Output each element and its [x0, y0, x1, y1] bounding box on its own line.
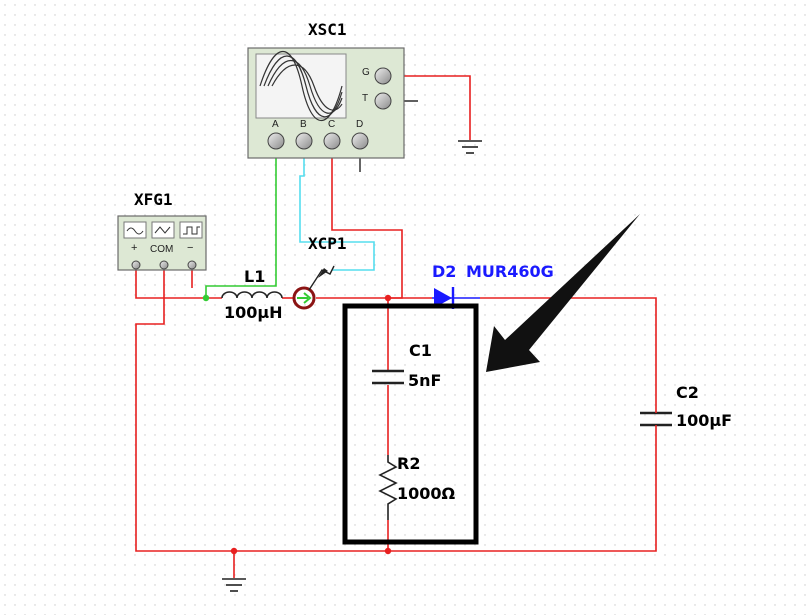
- scope-terminal-t[interactable]: [374, 92, 392, 110]
- current-probe-label: XCP1: [308, 234, 347, 253]
- junction-dots: [230, 294, 392, 555]
- scope-label-b: B: [300, 119, 307, 130]
- c2-name: C2: [676, 383, 699, 402]
- d2-part: MUR460G: [466, 262, 554, 281]
- annotation-arrow: [486, 214, 640, 372]
- scope-label-g: G: [362, 67, 370, 78]
- xfg-terminal-plus[interactable]: [131, 260, 141, 270]
- function-generator-xfg1[interactable]: [117, 215, 207, 271]
- scope-channel-d[interactable]: [351, 132, 369, 150]
- function-generator-label: XFG1: [134, 190, 173, 209]
- capacitor-c1[interactable]: [372, 369, 404, 385]
- scope-channel-c[interactable]: [323, 132, 341, 150]
- scope-label-d: D: [356, 119, 364, 130]
- scope-label-a: A: [272, 119, 279, 130]
- xfg-label-plus: +: [131, 242, 138, 254]
- xfg-label-minus: −: [187, 242, 194, 254]
- junction-dot-green: [202, 294, 210, 302]
- inductor-l1[interactable]: [221, 291, 283, 299]
- red-wires: [135, 75, 657, 578]
- xfg-label-com: COM: [150, 244, 174, 255]
- scope-terminal-g[interactable]: [374, 67, 392, 85]
- scope-label-c: C: [328, 119, 336, 130]
- d2-name: D2: [432, 262, 457, 281]
- cyan-wire-channel-b: [299, 148, 375, 271]
- ground-icon: [458, 140, 482, 154]
- xfg-terminal-com[interactable]: [159, 260, 169, 270]
- current-probe-xcp1[interactable]: [292, 265, 335, 310]
- r2-name: R2: [397, 454, 421, 473]
- green-wire-channel-a: [205, 148, 277, 298]
- scope-channel-a[interactable]: [267, 132, 285, 150]
- oscilloscope-xsc1[interactable]: [247, 47, 405, 159]
- ground-icon: [222, 578, 246, 592]
- highlight-box: [342, 303, 479, 545]
- c1-value: 5nF: [408, 371, 442, 390]
- resistor-r2[interactable]: [378, 455, 398, 520]
- l1-name: L1: [244, 267, 266, 286]
- xfg-terminal-minus[interactable]: [187, 260, 197, 270]
- c1-name: C1: [409, 341, 432, 360]
- scope-label-t: T: [362, 93, 369, 104]
- square-wave-icon: [179, 221, 203, 239]
- c2-value: 100µF: [676, 411, 733, 430]
- l1-value: 100µH: [224, 303, 283, 322]
- scope-waveform-icon: [259, 51, 343, 121]
- probe-arrow-icon: [297, 292, 312, 304]
- oscilloscope-label: XSC1: [308, 20, 347, 39]
- r2-value: 1000Ω: [397, 484, 456, 503]
- scope-channel-b[interactable]: [295, 132, 313, 150]
